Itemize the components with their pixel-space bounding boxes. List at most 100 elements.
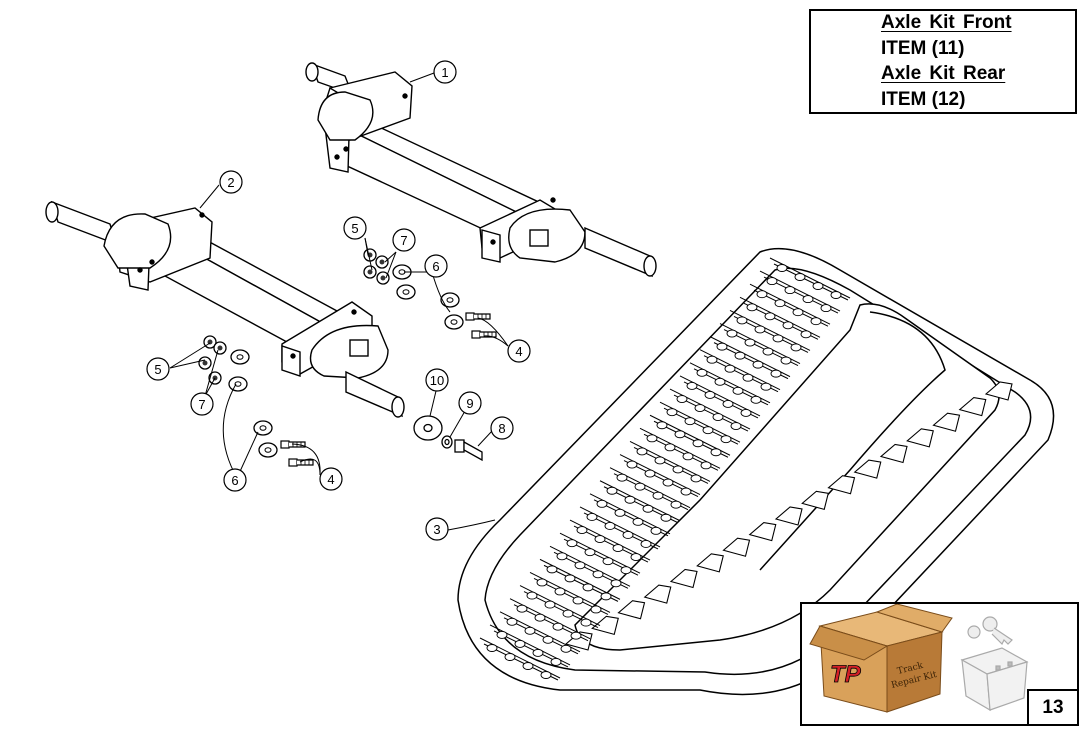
- track-tread-hole: [594, 535, 606, 544]
- track-tread-hole: [646, 434, 658, 443]
- track-tread-hole: [812, 282, 824, 290]
- track-tread-hole: [716, 342, 728, 351]
- track-lug: [748, 522, 777, 542]
- track-tread-hole: [560, 644, 572, 653]
- track-tread-hole: [612, 544, 624, 553]
- track-tread-hole: [722, 399, 734, 408]
- track-tread-hole: [682, 452, 694, 461]
- track-lug: [722, 537, 751, 557]
- track-tread-hole: [774, 299, 786, 308]
- track-lug: [669, 568, 698, 589]
- track-tread-hole: [562, 609, 574, 618]
- track-tread-hole: [712, 413, 724, 421]
- track-lug: [906, 428, 934, 448]
- track-lug: [643, 584, 672, 604]
- legend-front-kit-title: Axle Kit Front: [881, 12, 1012, 33]
- track-tread-hole: [526, 591, 538, 600]
- track-tread-hole: [582, 583, 594, 592]
- callout-1: 3: [425, 517, 449, 541]
- track-tread-hole: [622, 531, 634, 539]
- track-tread-hole: [762, 347, 774, 356]
- track-tread-hole: [514, 639, 526, 648]
- track-tread-hole: [504, 653, 516, 661]
- track-tread-hole: [720, 435, 732, 444]
- track-tread-hole: [662, 478, 674, 487]
- callout-9-label: 9: [466, 396, 473, 411]
- track-tread-hole: [532, 648, 544, 657]
- callout-6a: 6: [424, 254, 448, 278]
- callout-circles: 1 2 3 4 4 5 5 6 6 7 7 8 9 10: [146, 60, 531, 541]
- track-tread-hole: [524, 626, 536, 635]
- callout-2-label: 2: [227, 175, 234, 190]
- track-tread-hole: [670, 500, 682, 509]
- callout-6a-label: 6: [432, 259, 439, 274]
- track-tread-hole: [744, 338, 756, 347]
- track-tread-hole: [614, 508, 626, 517]
- track-tread-hole: [590, 605, 602, 614]
- track-tread-hole: [784, 286, 796, 295]
- legend-rear-kit-title: Axle Kit Rear: [881, 63, 1006, 84]
- track-lug: [984, 381, 1013, 401]
- track-tread-hole: [776, 264, 788, 272]
- track-tread-hole: [586, 513, 598, 521]
- track-tread-hole: [676, 395, 688, 403]
- track-tread-hole: [754, 325, 766, 334]
- callout-2: 2: [219, 170, 243, 194]
- track-tread-hole: [694, 404, 706, 412]
- axle-kit-legend: Axle Kit Front ITEM (11) Axle Kit Rear I…: [809, 9, 1077, 114]
- track-tread-hole: [584, 548, 596, 557]
- track-tread-hole: [496, 630, 508, 639]
- callout-10-label: 10: [430, 373, 444, 388]
- track-tread-hole: [810, 317, 822, 326]
- idler-hardware: [413, 415, 483, 462]
- track-lugs: [564, 381, 1013, 651]
- track-tread-hole: [686, 381, 698, 390]
- track-tread-hole: [760, 382, 772, 391]
- track-tread-hole: [674, 430, 686, 439]
- callout-6b-label: 6: [231, 473, 238, 488]
- callout-6b: 6: [223, 468, 247, 492]
- track-tread-hole: [652, 491, 664, 500]
- callout-3-label: 1: [441, 65, 448, 80]
- track-tread-hole: [630, 553, 642, 562]
- track-tread-hole: [554, 587, 566, 596]
- track-tread-hole: [770, 369, 782, 378]
- track-tread-hole: [644, 469, 656, 478]
- track-tread-hole: [596, 499, 608, 508]
- track-tread-hole: [610, 579, 622, 588]
- track-tread-hole: [634, 482, 646, 491]
- callout-5b: 5: [146, 357, 170, 381]
- callout-4b-label: 4: [327, 472, 334, 487]
- callout-4a-label: 4: [515, 344, 522, 359]
- track-tread-hole: [752, 360, 764, 369]
- track-tread-hole: [780, 356, 792, 365]
- track-lug: [774, 506, 803, 526]
- track-tread-hole: [666, 408, 678, 417]
- track-tread-hole: [710, 448, 722, 457]
- track-tread-hole: [564, 574, 576, 583]
- track-tread-hole: [654, 456, 666, 465]
- track-tread-hole: [580, 618, 592, 627]
- track-tread-hole: [724, 364, 736, 373]
- track-tread-hole: [746, 303, 758, 312]
- callout-5a-label: 5: [351, 221, 358, 236]
- track-tread-hole: [522, 662, 534, 670]
- callout-5a: 5: [343, 216, 367, 240]
- track-tread-hole: [714, 377, 726, 386]
- track-tread-hole: [790, 343, 802, 352]
- track-tread-hole: [792, 308, 804, 317]
- track-tread-hole: [696, 368, 708, 377]
- legend-front-kit-item: ITEM (11): [881, 38, 965, 59]
- track-tread-hole: [544, 600, 556, 609]
- callout-5b-label: 5: [154, 362, 161, 377]
- track-tread-hole: [574, 561, 586, 570]
- track-tread-hole: [766, 277, 778, 286]
- track-tread-hole: [534, 613, 546, 622]
- track-tread-hole: [672, 465, 684, 474]
- track-tread-hole: [550, 657, 562, 666]
- track-tread-hole: [684, 417, 696, 426]
- track-tread-hole: [572, 596, 584, 605]
- track-tread-hole: [690, 474, 702, 483]
- callout-7a-label: 7: [400, 233, 407, 248]
